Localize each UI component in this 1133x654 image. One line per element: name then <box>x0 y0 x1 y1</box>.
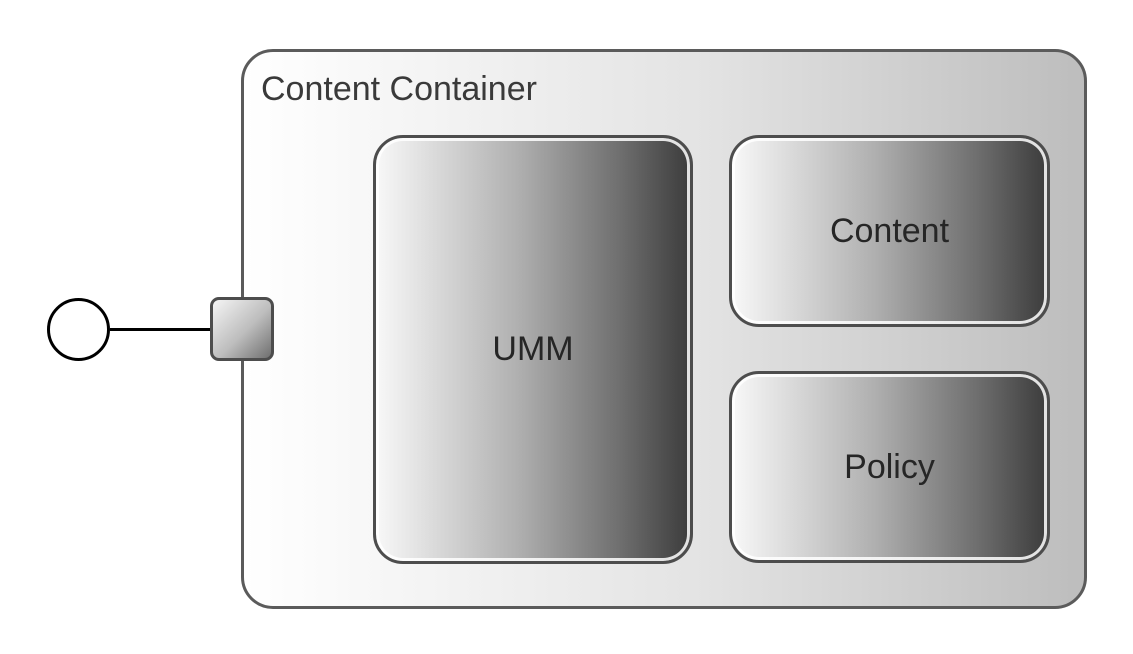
policy-label: Policy <box>844 447 935 486</box>
content-component: Content <box>729 135 1050 327</box>
container-port <box>210 297 274 361</box>
container-title: Content Container <box>261 70 537 108</box>
umm-label: UMM <box>492 330 574 368</box>
content-label: Content <box>829 211 950 250</box>
provided-interface-circle <box>47 298 110 361</box>
umm-component: UMM <box>373 135 693 564</box>
interface-connector-line <box>110 328 211 331</box>
policy-component: Policy <box>729 371 1050 563</box>
